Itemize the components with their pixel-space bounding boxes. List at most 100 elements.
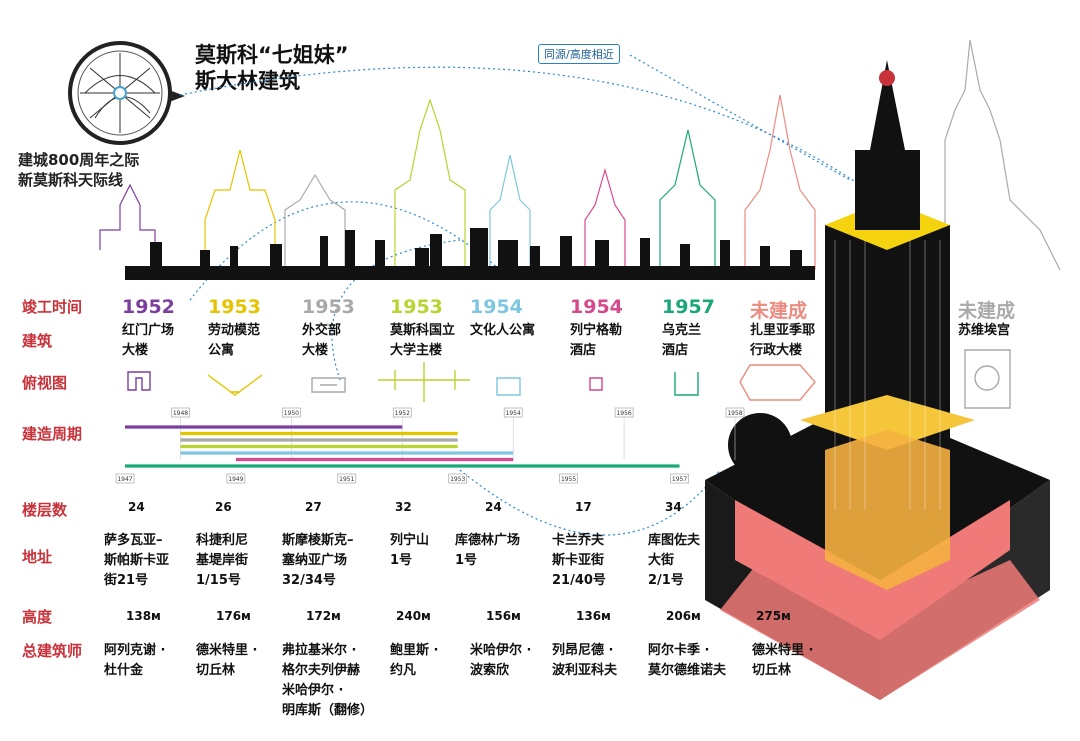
architect-line: 杜什金 [104, 663, 144, 678]
address-line: 1/15号 [196, 573, 241, 588]
architect-line: 德米特里 · [196, 643, 258, 658]
logo-medallion [65, 38, 185, 158]
address-line: 塞纳亚广场 [282, 553, 348, 568]
row-label-height: 高度 [22, 608, 53, 626]
svg-text:1955: 1955 [561, 476, 576, 483]
completion-year: 1954 [570, 296, 623, 318]
row-label-floors: 楼层数 [22, 501, 68, 519]
architect-line: 切丘林 [196, 663, 236, 678]
building-name-line: 公寓 [208, 343, 235, 358]
building-height: 176м [216, 609, 251, 623]
building-name-line: 大楼 [122, 343, 149, 358]
completion-year: 1953 [302, 296, 355, 318]
completion-year: 未建成 [958, 300, 1016, 322]
building-height: 206м [666, 609, 701, 623]
architect-line: 波利亚科夫 [552, 663, 618, 678]
address-line: 库图佐夫 [648, 533, 701, 548]
row-label-address: 地址 [22, 548, 53, 566]
row-label-architect: 总建筑师 [22, 642, 83, 660]
completion-year: 1952 [122, 296, 175, 318]
architect-line: 弗拉基米尔 · [282, 643, 357, 658]
completion-year: 1957 [662, 296, 715, 318]
building-name-line: 大楼 [302, 343, 329, 358]
address-line: 斯帕斯卡亚 [104, 553, 170, 568]
building-height: 136м [576, 609, 611, 623]
address-line: 科捷利尼 [196, 533, 249, 548]
building-height: 275м [756, 609, 791, 623]
timeline-tick-bottom: 1951 [337, 473, 357, 484]
address-line: 街21号 [104, 573, 149, 588]
svg-text:1957: 1957 [672, 476, 687, 483]
timeline-tick-bottom: 1947 [115, 473, 135, 484]
building-name-line: 文化人公寓 [470, 323, 536, 338]
completion-year: 未建成 [750, 300, 808, 322]
timeline-tick-top: 1958 [725, 407, 745, 418]
floor-count: 24 [485, 500, 502, 514]
svg-text:1948: 1948 [173, 410, 188, 417]
address-line: 基堤岸街 [196, 553, 249, 568]
address-line: 卡兰乔夫 [552, 533, 605, 548]
architect-line: 鲍里斯 · [390, 643, 439, 658]
svg-text:1949: 1949 [228, 476, 243, 483]
building-name-line: 红门广场 [122, 323, 175, 338]
architect-line: 列昂尼德 · [552, 643, 614, 658]
architect-line: 明库斯（翻修） [282, 703, 374, 718]
svg-text:1956: 1956 [616, 410, 631, 417]
address-line: 2/1号 [648, 573, 684, 588]
building-name-line: 外交部 [302, 323, 342, 338]
address-line: 列宁山 [390, 533, 430, 548]
floor-count: 24 [128, 500, 145, 514]
building-height: 138м [126, 609, 161, 623]
page-title-line2: 斯大林建筑 [195, 69, 300, 93]
completion-year: 1953 [208, 296, 261, 318]
building-name-line: 大学主楼 [390, 343, 443, 358]
building-height: 172м [306, 609, 341, 623]
address-line: 萨多瓦亚– [104, 533, 163, 548]
row-label-year: 竣工时间 [22, 298, 83, 316]
timeline-tick-top: 1954 [503, 407, 523, 418]
page-title-line1: 莫斯科“七姐妹” [195, 43, 349, 67]
building-name-line: 酒店 [662, 343, 689, 358]
row-label-name: 建筑 [22, 332, 53, 350]
address-line: 32/34号 [282, 573, 336, 588]
completion-year: 1953 [390, 296, 443, 318]
floor-count: 27 [305, 500, 322, 514]
timeline-tick-top: 1948 [171, 407, 190, 418]
building-height: 240м [396, 609, 431, 623]
building-name-line: 莫斯科国立 [390, 323, 456, 338]
construction-timeline: 1948 1950 1952 1954 1956 1958 1947 1949 1951 1953… [115, 407, 745, 484]
building-name-line: 苏维埃宫 [958, 323, 1011, 338]
architect-line: 莫尔德维诺夫 [648, 663, 727, 678]
building-name-line: 列宁格勒 [570, 323, 623, 338]
subtitle-line2: 新莫斯科天际线 [18, 171, 124, 189]
timeline-tick-bottom: 1955 [559, 473, 578, 484]
architect-line: 米哈伊尔 · [282, 683, 344, 698]
architect-line: 约凡 [390, 663, 417, 678]
address-line: 1号 [390, 553, 413, 568]
svg-text:1947: 1947 [117, 476, 132, 483]
address-line: 库德林广场 [455, 533, 521, 548]
building-name-line: 行政大楼 [750, 343, 803, 358]
building-name-line: 劳动模范 [208, 323, 261, 338]
svg-text:1953: 1953 [450, 476, 465, 483]
row-label-period: 建造周期 [22, 425, 83, 443]
floor-count: 32 [395, 500, 412, 514]
architect-line: 格尔夫列伊赫 [282, 663, 361, 678]
architect-line: 阿尔卡季 · [648, 643, 710, 658]
floor-count: 26 [215, 500, 232, 514]
address-line: 大街 [648, 553, 675, 568]
svg-text:1951: 1951 [339, 476, 354, 483]
building-name-line: 酒店 [570, 343, 597, 358]
timeline-tick-bottom: 1953 [448, 473, 468, 484]
timeline-tick-top: 1950 [282, 407, 301, 418]
timeline-tick-top: 1952 [392, 407, 412, 418]
building-name-line: 扎里亚季耶 [750, 323, 816, 338]
svg-text:1958: 1958 [727, 410, 742, 417]
architect-line: 德米特里 · [752, 643, 814, 658]
floor-count: 17 [575, 500, 592, 514]
address-line: 21/40号 [552, 573, 606, 588]
timeline-tick-bottom: 1949 [226, 473, 246, 484]
building-name-line: 乌克兰 [662, 323, 702, 338]
row-label-plan: 俯视图 [22, 374, 68, 392]
